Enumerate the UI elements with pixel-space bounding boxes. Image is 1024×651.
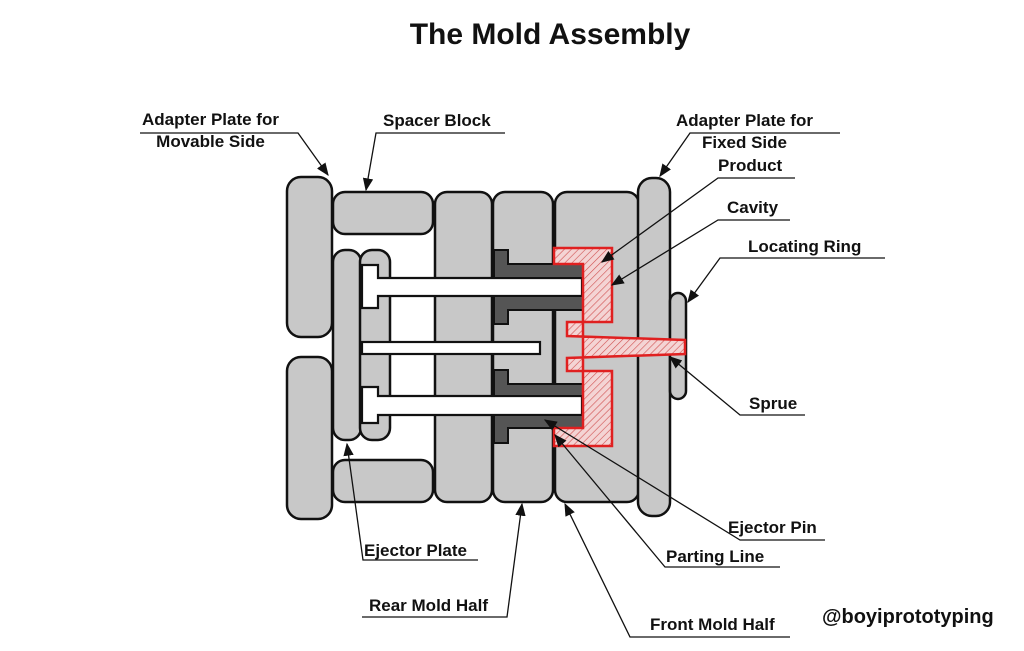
label-sprue: Sprue bbox=[749, 394, 798, 413]
label-line: Adapter Plate for bbox=[142, 110, 279, 129]
leader-adapter-fixed bbox=[659, 132, 840, 178]
label-adapter-plate-movable: Adapter Plate for Movable Side bbox=[142, 109, 279, 153]
watermark: @boyiprototyping bbox=[822, 606, 994, 628]
diagram-title: The Mold Assembly bbox=[409, 18, 691, 51]
spacer-block-bottom bbox=[331, 458, 435, 504]
leader-front-mold-half bbox=[564, 502, 790, 638]
label-ejector-pin: Ejector Pin bbox=[728, 518, 817, 537]
leader-locating-ring bbox=[687, 257, 885, 304]
label-line: Fixed Side bbox=[701, 133, 787, 152]
product-cavity bbox=[552, 246, 687, 448]
label-cavity: Cavity bbox=[727, 198, 779, 217]
leader-adapter-movable bbox=[140, 132, 329, 177]
label-rear-mold-half: Rear Mold Half bbox=[369, 596, 489, 615]
leader-rear-mold-half bbox=[362, 502, 526, 618]
adapter-plate-movable-top bbox=[285, 175, 334, 339]
label-adapter-plate-fixed: Adapter Plate for Fixed Side bbox=[676, 110, 813, 154]
spacer-block-top bbox=[331, 190, 435, 236]
leader-ejector-plate bbox=[343, 442, 478, 561]
label-locating-ring: Locating Ring bbox=[748, 237, 862, 256]
label-parting-line: Parting Line bbox=[666, 547, 765, 566]
leader-ejector-pin bbox=[543, 419, 825, 541]
leader-spacer-block bbox=[362, 132, 505, 192]
leader-cavity bbox=[610, 219, 790, 286]
label-ejector-plate: Ejector Plate bbox=[364, 541, 467, 560]
leader-parting-line bbox=[554, 434, 780, 568]
leader-sprue bbox=[668, 356, 805, 416]
label-line: Adapter Plate for bbox=[676, 111, 813, 130]
label-product: Product bbox=[718, 156, 783, 175]
leader-product bbox=[600, 177, 795, 263]
return-pin bbox=[360, 340, 542, 356]
label-front-mold-half: Front Mold Half bbox=[650, 615, 775, 634]
adapter-plate-movable-bottom bbox=[285, 355, 334, 521]
label-spacer-block: Spacer Block bbox=[383, 111, 491, 130]
ejector-plate-1 bbox=[331, 248, 363, 442]
label-line: Movable Side bbox=[156, 132, 265, 151]
